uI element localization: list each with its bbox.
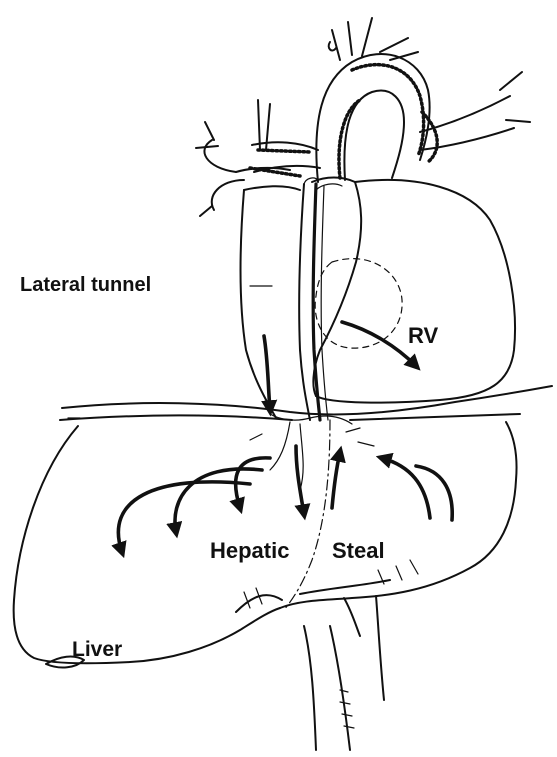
pulmonary-artery-branches <box>252 72 530 172</box>
flow-arrows <box>118 322 452 552</box>
aorta <box>316 18 429 182</box>
hepatic-arrow-2 <box>175 469 262 532</box>
steal-arrow-outer <box>416 466 452 520</box>
steal-arrow-up <box>332 452 340 508</box>
lateral-tunnel <box>241 178 329 420</box>
hepatic-vein-junction <box>250 414 374 490</box>
superior-vena-cava <box>196 100 300 216</box>
steal-label: Steal <box>332 538 385 563</box>
rv-label: RV <box>408 323 438 348</box>
rv-flow-arrow <box>342 322 416 366</box>
heart <box>312 178 515 403</box>
lateral-tunnel-label: Lateral tunnel <box>20 274 151 296</box>
hepatic-label: Hepatic <box>210 538 289 563</box>
liver-label: Liver <box>72 638 122 661</box>
inferior-vena-cava <box>304 596 384 750</box>
